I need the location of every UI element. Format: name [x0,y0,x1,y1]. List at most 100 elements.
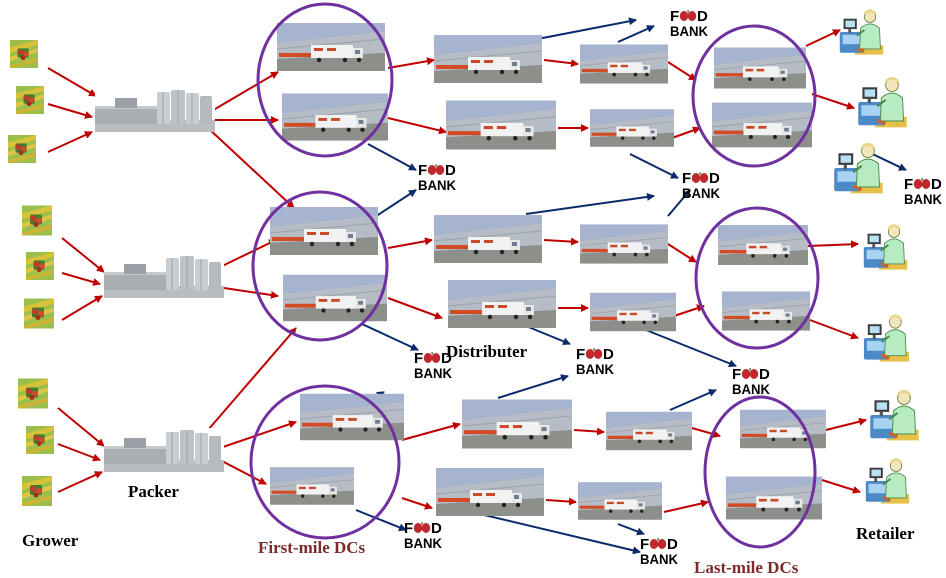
food-bank-logo [904,176,942,206]
food-bank-logo [418,162,456,192]
donation-arrow [525,193,655,215]
dc-image [712,102,812,148]
retailer-image [862,313,911,363]
retailer-image [864,457,911,505]
flow-arrow [821,479,861,494]
grower-image [24,298,54,329]
flow-arrow [387,237,433,249]
last-mile-dc-circle [703,395,817,549]
dc-image [722,290,810,332]
grower-image [8,135,36,163]
flow-arrow [47,131,93,153]
dc-image [606,411,692,451]
food-bank-logo [404,520,442,550]
packer-label: Packer [128,482,179,501]
packer-facility [104,254,224,298]
flow-arrow [219,459,267,485]
donation-arrow [635,325,737,368]
flow-arrow [825,417,867,431]
dc-image [434,34,542,84]
flow-arrow [809,319,859,340]
donation-arrow [355,509,407,532]
retailer-group [833,8,920,505]
flow-arrow [387,117,447,135]
dc-image [714,47,806,89]
flow-arrow [47,103,93,119]
dc-image [446,100,556,150]
flow-arrow [47,67,97,97]
grower-label: Grower [22,531,79,550]
first-mile-label: First-mile DCs [258,538,366,557]
packer-facility [95,88,215,132]
flow-arrow [57,443,101,462]
donation-arrow [669,389,717,411]
donation-arrow [629,153,679,179]
dc-group-circles [249,2,820,549]
flow-arrow [667,61,697,81]
flow-arrow [57,471,103,493]
last-mile-dc-circle [691,24,817,168]
food-bank-logo [576,346,614,376]
food-bank-logo [732,366,770,396]
flow-arrow [573,427,605,436]
flow-arrow [811,93,855,110]
dc-image [580,223,668,265]
dc-image [436,467,544,517]
grower-image [16,86,44,114]
flow-arrow [61,272,101,286]
flow-arrow [543,237,579,246]
dc-image [718,224,808,266]
dc-image [590,292,676,332]
stage-labels: Grower Packer Distributer Retailer First… [22,342,915,577]
first-mile-dc-circle [256,2,394,158]
grower-image [18,378,48,409]
flow-arrow [387,57,435,69]
flow-arrow [691,427,721,438]
grower-image [26,252,54,280]
donation-arrow [525,325,571,346]
distribution-centers [270,22,826,521]
dc-image [300,393,404,441]
packer-facility [104,428,224,472]
dc-image [590,108,674,148]
food-bank-logo [682,170,720,200]
flow-arrow [223,287,279,299]
retailer-image [869,388,920,442]
flow-arrow [807,240,859,249]
grower-image [22,205,52,236]
flow-arrows [47,17,907,555]
packer-group [95,88,224,472]
dc-image [462,399,572,449]
retailer-image [833,141,884,194]
dc-image [580,43,668,85]
dc-image [270,206,378,256]
donation-arrow [361,323,419,351]
food-bank-logo [640,536,678,566]
dc-image [434,214,542,264]
grower-image [22,476,52,506]
flow-arrow [401,497,433,510]
flow-arrow [387,297,443,320]
flow-arrow [209,71,279,113]
flow-arrow [217,239,277,269]
flow-arrow [671,126,701,139]
retailer-label: Retailer [856,524,915,543]
dc-image [447,280,557,328]
last-mile-dc-circle [694,206,820,350]
flow-arrow [805,29,841,47]
flow-arrow [219,420,297,449]
flow-arrow [61,295,103,321]
dc-image [740,409,826,449]
last-mile-label: Last-mile DCs [694,558,799,577]
dc-image [270,466,354,506]
retailer-image [857,75,908,128]
food-bank-logo [670,8,708,38]
donation-arrow [617,25,655,43]
flow-arrow [545,497,577,506]
flow-arrow [401,422,461,441]
flow-arrow [57,407,105,447]
donation-arrow [617,523,645,536]
flow-arrow [543,59,579,68]
dc-image [578,481,662,521]
